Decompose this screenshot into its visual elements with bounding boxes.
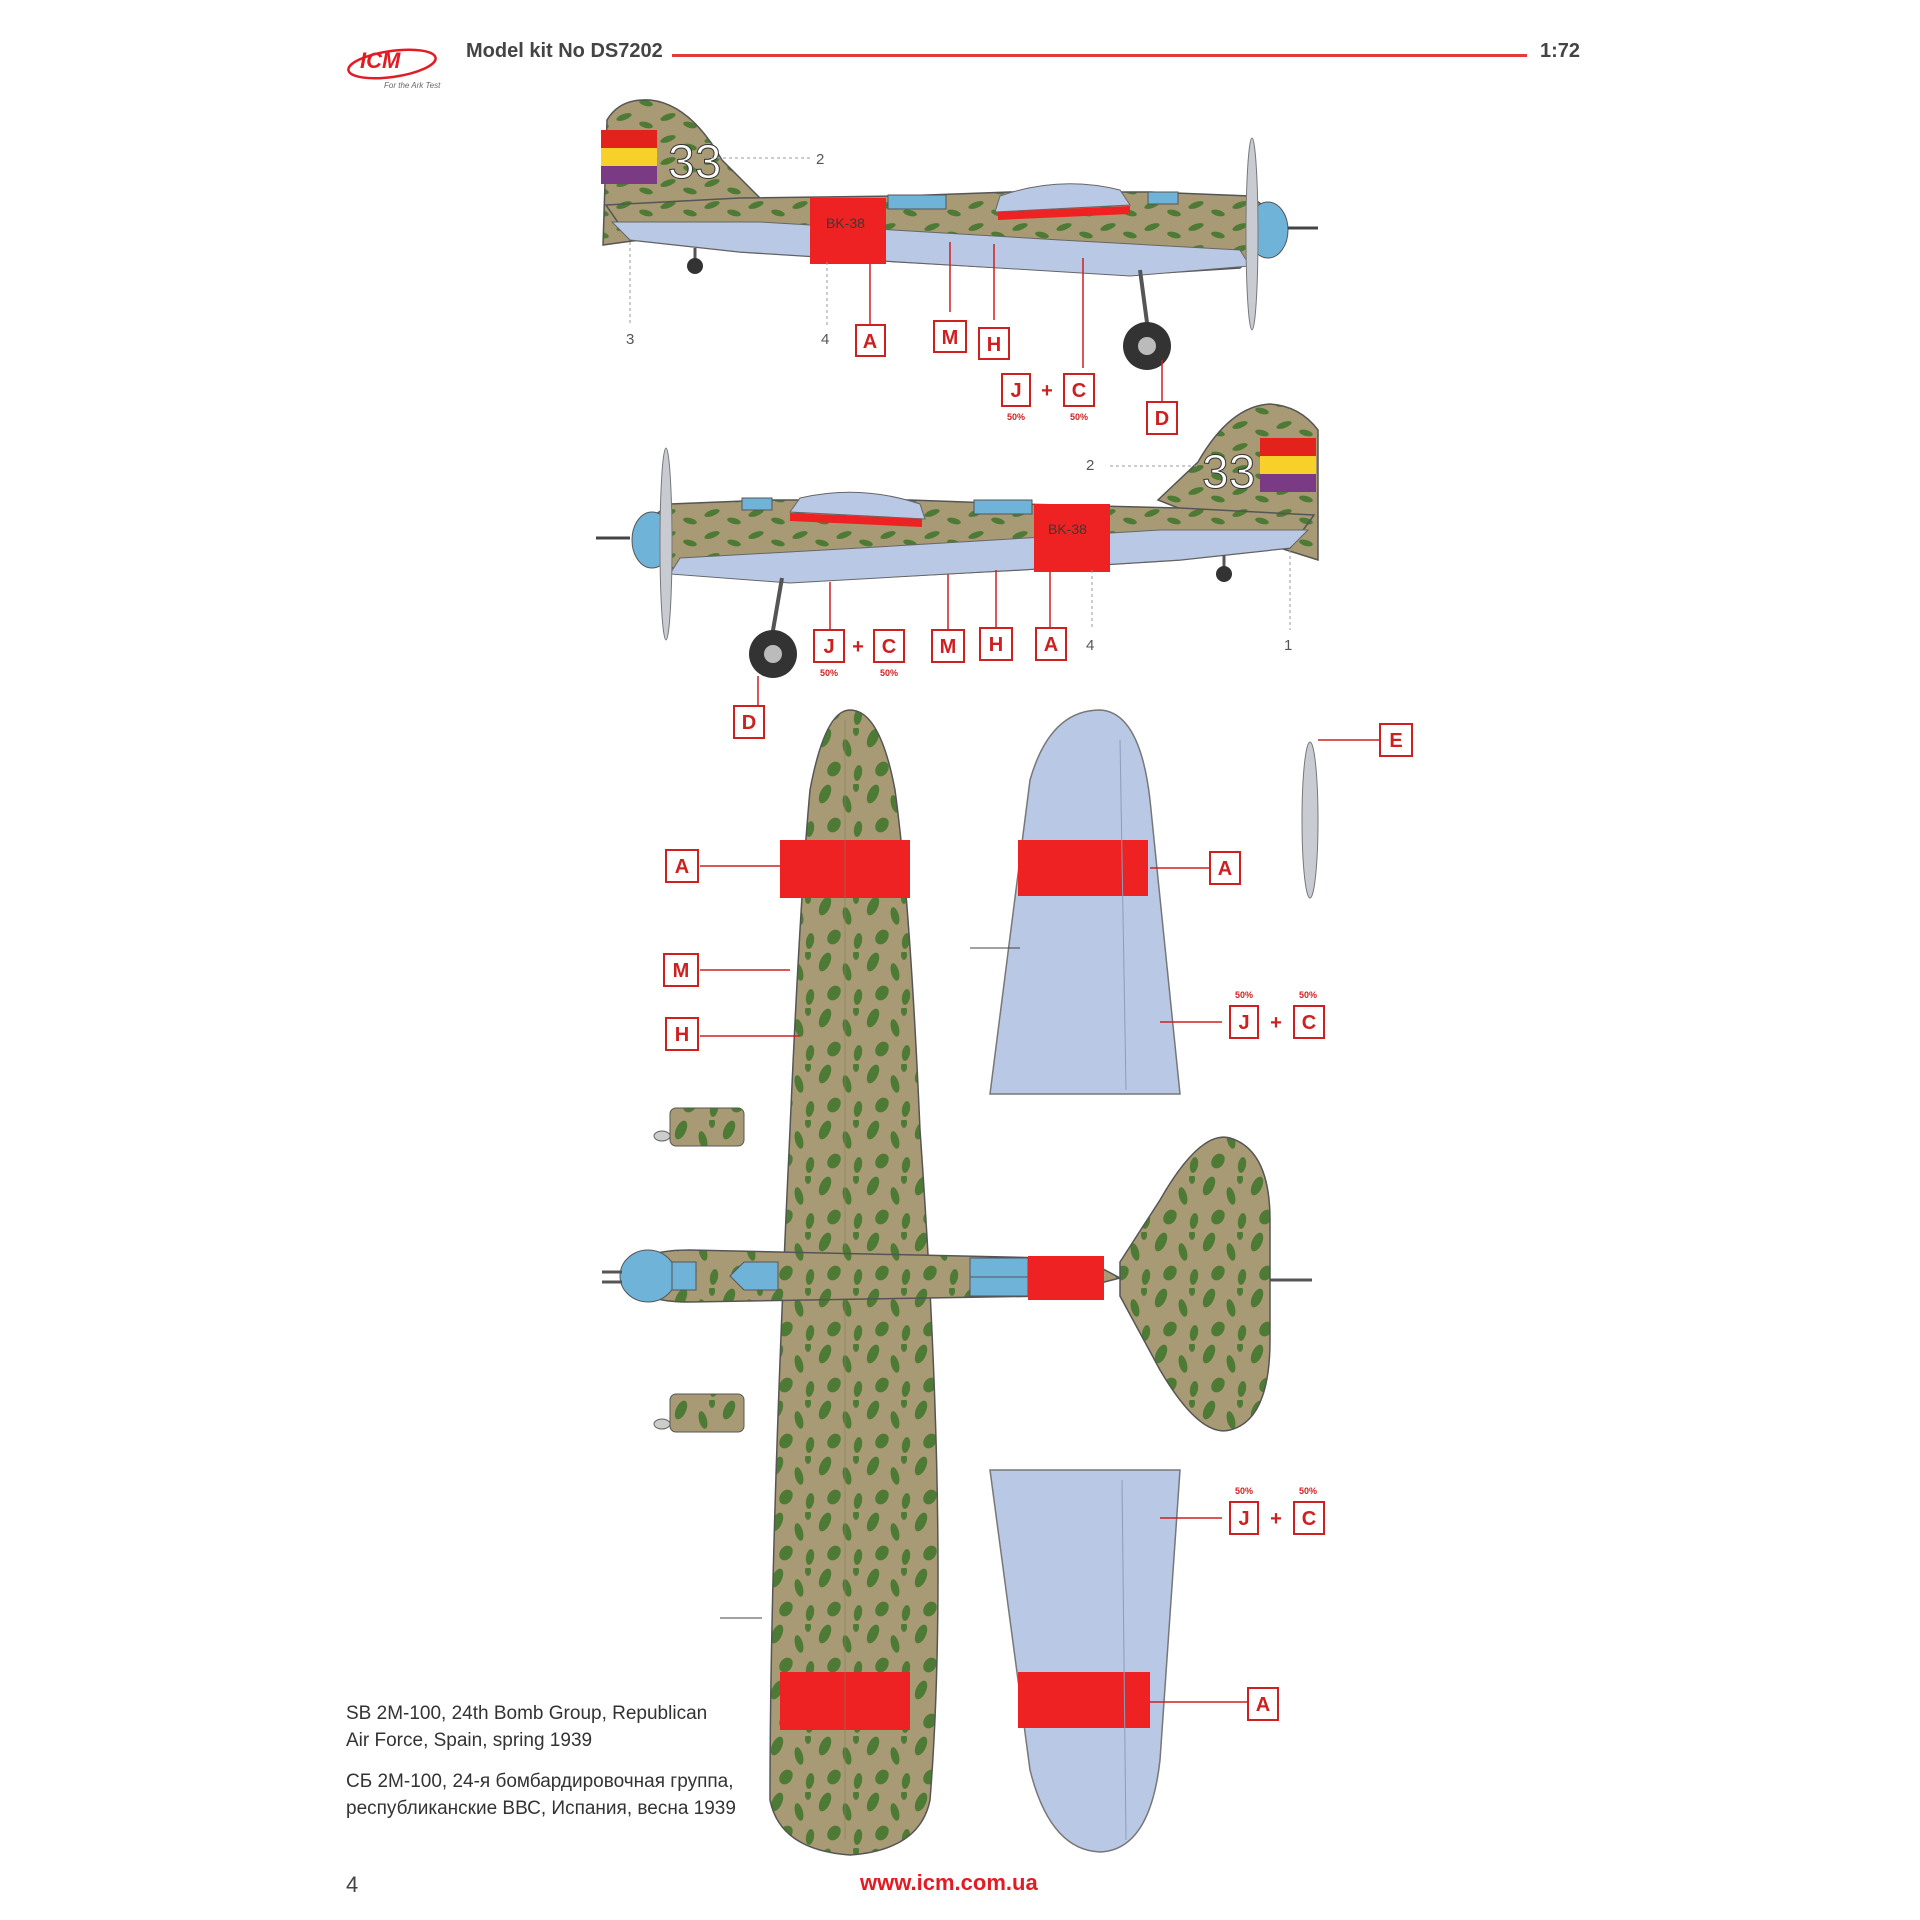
svg-text:C: C <box>882 636 896 658</box>
callout-c-under1: C <box>1293 1005 1325 1039</box>
plus-under1: + <box>1270 1012 1282 1034</box>
svg-text:A: A <box>1044 634 1058 656</box>
callout-e: E <box>1379 723 1413 757</box>
svg-text:D: D <box>742 712 756 734</box>
svg-text:A: A <box>863 331 877 353</box>
svg-text:J: J <box>1238 1508 1249 1530</box>
svg-text:J: J <box>1238 1012 1249 1034</box>
side-view-left: 33 BK-38 <box>601 99 1318 402</box>
ref-4-side1: 4 <box>821 331 829 348</box>
percent-c-side1: 50% <box>1070 412 1088 422</box>
flag-stripe-purple <box>601 166 657 184</box>
callout-h-side1: H <box>978 327 1010 360</box>
flag-stripe-red <box>601 130 657 148</box>
callout-c-side2: C <box>873 629 905 663</box>
underside-band-upper <box>1018 840 1148 896</box>
callout-d-side2: D <box>733 705 765 739</box>
header-rule <box>672 54 1527 57</box>
caption-ru-line2: республиканские ВВС, Испания, весна 1939 <box>346 1798 736 1819</box>
plus-side1: + <box>1041 380 1053 402</box>
callouts: A M H J + C 50% 50% D J + C 50% 50% M H … <box>663 320 1413 1721</box>
callout-j-under1: J <box>1229 1005 1259 1039</box>
callout-c-side1: C <box>1063 373 1095 407</box>
percent-j-side2: 50% <box>820 668 838 678</box>
callout-m-side1: M <box>933 320 967 353</box>
callout-a-side1: A <box>855 324 886 357</box>
fuselage-code-right: BK-38 <box>1048 521 1087 537</box>
svg-text:C: C <box>1072 380 1086 402</box>
svg-text:M: M <box>940 636 957 658</box>
svg-text:M: M <box>942 327 959 349</box>
ref-1-side2: 1 <box>1284 637 1292 654</box>
svg-text:H: H <box>987 334 1001 356</box>
fuselage-band-red <box>810 198 886 264</box>
svg-text:E: E <box>1389 730 1402 752</box>
ref-2-side1: 2 <box>816 151 824 168</box>
plus-under2: + <box>1270 1508 1282 1530</box>
fuselage-code: BK-38 <box>826 215 865 231</box>
caption-english: SB 2M-100, 24th Bomb Group, Republican A… <box>346 1700 866 1754</box>
underside-band-lower <box>1018 1672 1150 1728</box>
percent-j-side1: 50% <box>1007 412 1025 422</box>
callout-d-side1: D <box>1146 401 1178 435</box>
underside-view <box>970 709 1248 1853</box>
callout-m-side2: M <box>931 629 965 663</box>
svg-text:J: J <box>1010 380 1021 402</box>
callout-a-side2: A <box>1035 627 1067 661</box>
svg-text:D: D <box>1155 408 1169 430</box>
callout-j-under2: J <box>1229 1501 1259 1535</box>
kit-number: Model kit No DS7202 <box>466 40 663 62</box>
callout-a-under: A <box>1209 851 1241 885</box>
svg-text:H: H <box>989 634 1003 656</box>
flag-stripe-yellow <box>601 148 657 166</box>
caption-en-line1: SB 2M-100, 24th Bomb Group, Republican <box>346 1703 708 1724</box>
svg-text:A: A <box>1218 858 1232 880</box>
svg-text:C: C <box>1302 1508 1316 1530</box>
caption-ru-line1: СБ 2М-100, 24-я бомбардировочная группа, <box>346 1771 734 1792</box>
logo-text: ICM <box>360 48 401 73</box>
svg-text:H: H <box>675 1024 689 1046</box>
ref-3-side1: 3 <box>626 331 634 348</box>
caption-russian: СБ 2М-100, 24-я бомбардировочная группа,… <box>346 1768 866 1822</box>
percent-c-under1: 50% <box>1299 990 1317 1000</box>
reference-numbers: 2 3 4 2 4 1 <box>626 151 1292 654</box>
percent-j-under1: 50% <box>1235 990 1253 1000</box>
callout-a-top: A <box>665 849 699 883</box>
icm-logo: ICM For the Ark Test <box>344 44 444 96</box>
website-link[interactable]: www.icm.com.ua <box>860 1870 1038 1895</box>
percent-c-under2: 50% <box>1299 1486 1317 1496</box>
percent-j-under2: 50% <box>1235 1486 1253 1496</box>
propeller-detail <box>1301 739 1380 899</box>
page-number: 4 <box>346 1872 359 1897</box>
svg-text:M: M <box>673 960 690 982</box>
side-view-right: 33 BK-38 <box>596 403 1319 706</box>
logo-tagline: For the Ark Test <box>384 81 441 90</box>
callout-j-side2: J <box>813 629 845 663</box>
tail-number-right: 33 <box>1202 446 1255 499</box>
caption-en-line2: Air Force, Spain, spring 1939 <box>346 1730 593 1751</box>
callout-j-side1: J <box>1001 373 1031 407</box>
svg-text:A: A <box>1256 1694 1270 1716</box>
callout-c-under2: C <box>1293 1501 1325 1535</box>
ref-2-side2: 2 <box>1086 457 1094 474</box>
tail-number: 33 <box>668 136 721 189</box>
callout-m-top: M <box>663 953 699 987</box>
svg-text:J: J <box>823 636 834 658</box>
svg-text:A: A <box>675 856 689 878</box>
ref-4-side2: 4 <box>1086 637 1094 654</box>
callout-h-side2: H <box>979 627 1013 661</box>
svg-text:C: C <box>1302 1012 1316 1034</box>
percent-c-side2: 50% <box>880 668 898 678</box>
callout-h-top: H <box>665 1017 699 1051</box>
plus-side2: + <box>852 636 864 658</box>
kit-scale: 1:72 <box>1540 40 1581 62</box>
top-view <box>602 709 1312 1856</box>
callout-a-under-lower: A <box>1247 1687 1279 1721</box>
